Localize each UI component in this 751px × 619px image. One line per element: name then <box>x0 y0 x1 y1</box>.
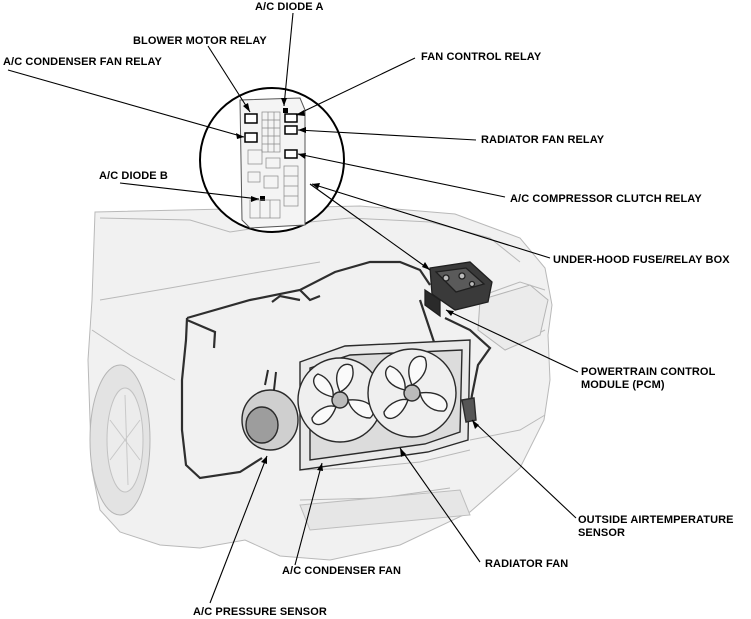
label-ac-condenser-fan-relay: A/C CONDENSER FAN RELAY <box>3 56 162 68</box>
label-radiator-fan-relay: RADIATOR FAN RELAY <box>481 134 605 146</box>
fuse-box-pcm-assembly <box>424 261 493 318</box>
label-ac-compressor-clutch-relay: A/C COMPRESSOR CLUTCH RELAY <box>510 193 702 205</box>
label-oat-line1: OUTSIDE AIRTEMPERATURE <box>578 514 734 526</box>
label-fan-control-relay: FAN CONTROL RELAY <box>421 51 542 63</box>
leader-arrowheads <box>236 98 479 471</box>
label-blower-motor-relay: BLOWER MOTOR RELAY <box>133 35 267 47</box>
label-ac-diode-b: A/C DIODE B <box>99 170 168 182</box>
label-ac-diode-a: A/C DIODE A <box>255 1 324 13</box>
label-ac-pressure-sensor: A/C PRESSURE SENSOR <box>193 606 327 618</box>
label-under-hood-fuse-relay-box: UNDER-HOOD FUSE/RELAY BOX <box>553 254 730 266</box>
label-pcm-line2: MODULE (PCM) <box>581 379 665 391</box>
label-outside-air-temp-sensor: OUTSIDE AIRTEMPERATURE SENSOR <box>578 514 734 540</box>
label-pcm: POWERTRAIN CONTROL MODULE (PCM) <box>581 366 715 392</box>
label-radiator-fan: RADIATOR FAN <box>485 558 569 570</box>
radiator-fan-assembly <box>241 339 477 471</box>
label-oat-line2: SENSOR <box>578 527 626 539</box>
relay-box-detail-inset <box>199 87 345 233</box>
leader-lines <box>7 12 579 604</box>
label-ac-condenser-fan: A/C CONDENSER FAN <box>282 565 402 577</box>
label-pcm-line1: POWERTRAIN CONTROL <box>581 366 716 378</box>
